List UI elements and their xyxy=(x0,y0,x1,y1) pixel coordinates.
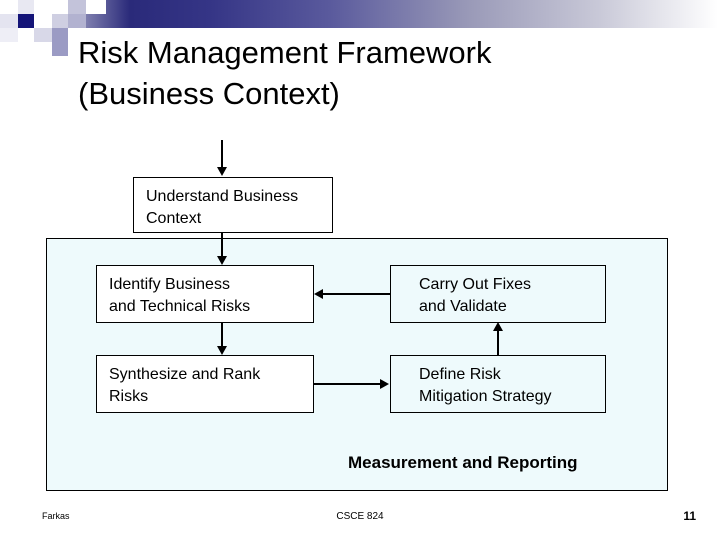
connector-identify-to-synthesize-line xyxy=(221,323,223,348)
deco-square-15 xyxy=(52,28,68,42)
header-gradient-band xyxy=(0,0,720,28)
deco-square-7 xyxy=(0,14,18,28)
connector-synthesize-to-define-line xyxy=(314,383,382,385)
slide-title: Risk Management Framework (Business Cont… xyxy=(78,32,678,114)
deco-square-4 xyxy=(52,0,68,14)
box-understand-line-1: Understand Business xyxy=(146,188,299,205)
deco-square-5 xyxy=(68,0,86,14)
deco-square-6 xyxy=(86,0,106,14)
measurement-and-reporting-label: Measurement and Reporting xyxy=(348,453,578,472)
deco-square-9 xyxy=(34,14,52,28)
connector-understand-to-identify-arrowhead xyxy=(217,256,227,265)
process-box-understand-business-context[interactable]: Understand Business Context xyxy=(133,177,333,233)
footer-page-number: 11 xyxy=(683,509,696,523)
box-identify-line-2: and Technical Risks xyxy=(109,298,251,315)
connector-carry-to-identify-line xyxy=(322,293,390,295)
connector-carry-to-identify-arrowhead xyxy=(314,289,323,299)
process-box-define-risk-mitigation[interactable]: Define Risk Mitigation Strategy xyxy=(390,355,606,413)
title-line-1: Risk Management Framework xyxy=(78,35,492,70)
deco-square-11 xyxy=(68,14,86,28)
connector-top-entry-arrowhead xyxy=(217,167,227,176)
process-box-identify-risks[interactable]: Identify Business and Technical Risks xyxy=(96,265,314,323)
deco-square-2 xyxy=(18,0,34,14)
deco-square-3 xyxy=(34,0,52,14)
connector-synthesize-to-define-arrowhead xyxy=(380,379,389,389)
deco-square-10 xyxy=(52,14,68,28)
box-understand-line-2: Context xyxy=(146,210,202,227)
deco-square-1 xyxy=(0,0,18,14)
footer-course: CSCE 824 xyxy=(336,511,384,522)
box-define-line-1: Define Risk xyxy=(419,366,501,383)
box-synthesize-line-1: Synthesize and Rank xyxy=(109,366,261,383)
deco-square-14 xyxy=(34,28,52,42)
box-carry-line-2: and Validate xyxy=(419,298,507,315)
box-identify-line-1: Identify Business xyxy=(109,276,230,293)
deco-square-16 xyxy=(68,28,86,42)
connector-identify-to-synthesize-arrowhead xyxy=(217,346,227,355)
box-carry-line-1: Carry Out Fixes xyxy=(419,276,532,293)
connector-define-to-carry-line xyxy=(497,330,499,356)
deco-square-8 xyxy=(18,14,34,28)
deco-square-17 xyxy=(34,42,52,56)
deco-square-12 xyxy=(0,28,18,42)
title-line-2: (Business Context) xyxy=(78,76,340,111)
connector-understand-to-identify-line xyxy=(221,233,223,258)
deco-square-13 xyxy=(18,28,34,42)
connector-define-to-carry-arrowhead xyxy=(493,322,503,331)
process-box-synthesize-rank-risks[interactable]: Synthesize and Rank Risks xyxy=(96,355,314,413)
box-define-line-2: Mitigation Strategy xyxy=(419,388,552,405)
process-box-carry-out-fixes[interactable]: Carry Out Fixes and Validate xyxy=(390,265,606,323)
box-synthesize-line-2: Risks xyxy=(109,388,149,405)
footer-author: Farkas xyxy=(42,511,70,521)
connector-top-entry-line xyxy=(221,140,223,169)
deco-square-18 xyxy=(52,42,68,56)
